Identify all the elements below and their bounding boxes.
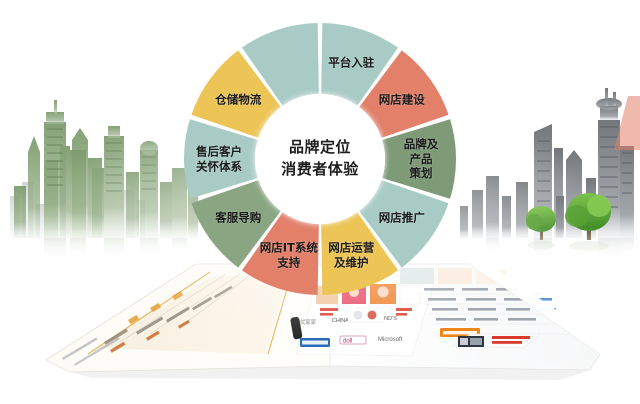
segment-brand-product-plan[interactable]: [382, 119, 456, 199]
segment-customer-service[interactable]: [191, 180, 281, 268]
segment-store-promotion[interactable]: [359, 180, 449, 268]
service-wheel-svg: [184, 23, 456, 295]
wheel-center-line-2: 消费者体验: [281, 160, 359, 178]
service-wheel: 平台入驻网店建设品牌及产品 策划网店推广网店运营 及维护网店IT系统 支持客服导…: [184, 23, 456, 295]
segment-aftersales-care[interactable]: [184, 119, 258, 199]
segment-platform-entry[interactable]: [321, 23, 399, 106]
segment-warehouse-logistics-2[interactable]: [241, 23, 319, 106]
segment-warehouse-logistics[interactable]: [191, 50, 281, 138]
wheel-center: 品牌定位 消费者体验: [255, 94, 385, 224]
segment-store-it-support[interactable]: [241, 212, 319, 295]
wheel-center-line-1: 品牌定位: [288, 138, 351, 157]
segment-store-operation[interactable]: [321, 212, 399, 295]
segment-online-store-build[interactable]: [359, 50, 449, 138]
